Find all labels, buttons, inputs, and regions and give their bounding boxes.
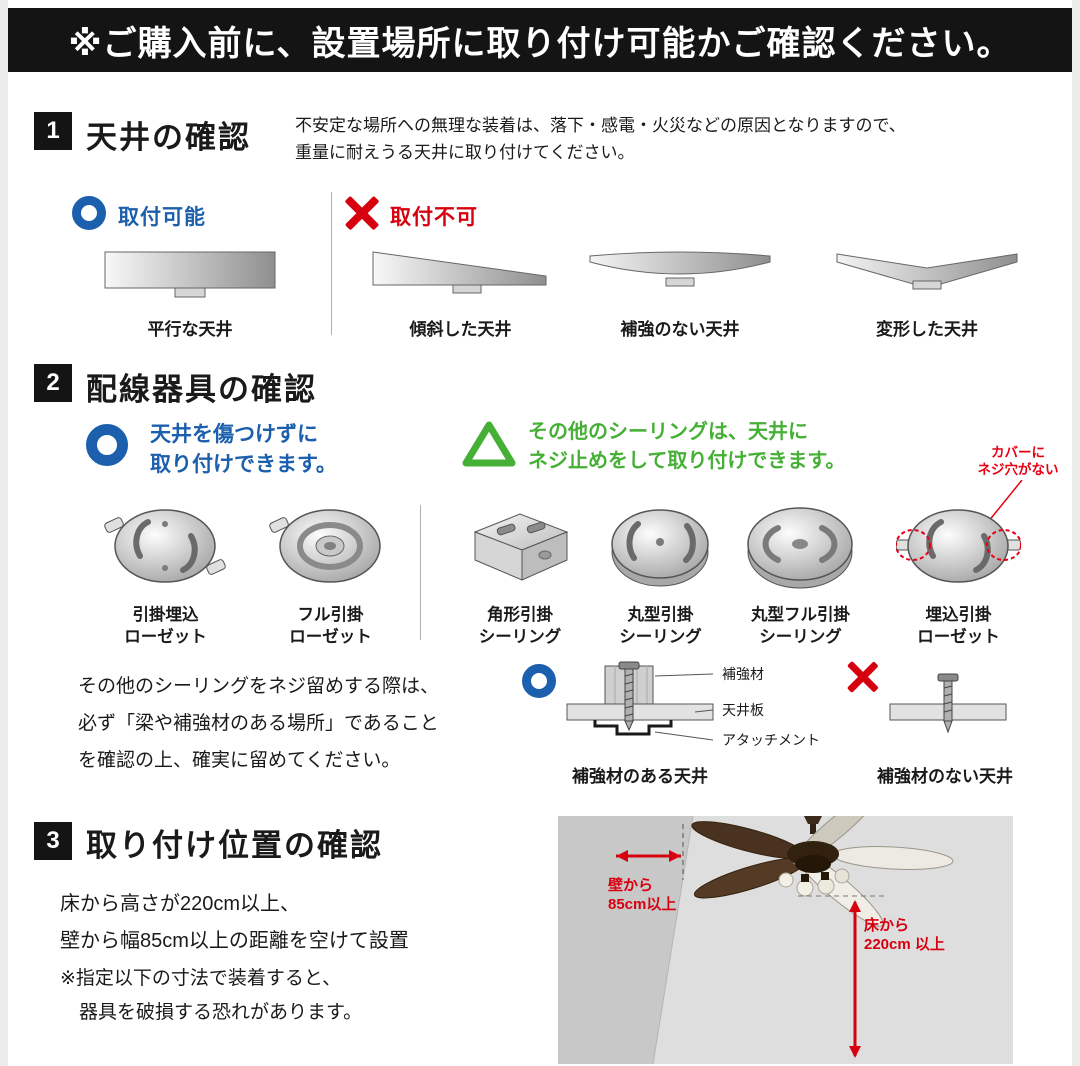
- reinforcement-note: その他のシーリングをネジ留めする際は、 必ず「梁や補強材のある場所」であること …: [78, 676, 440, 771]
- fixture-kakugata-ceiling: 角形引掛 シーリング: [455, 500, 585, 648]
- ng-label: 取付不可: [390, 206, 478, 229]
- square-ceiling-icon: [473, 513, 569, 581]
- ok-label: 取付可能: [118, 206, 206, 229]
- section1-description: 不安定な場所への無理な装着は、落下・感電・火災などの原因となりますので、 重量に…: [295, 116, 906, 162]
- ng-cross-icon: [346, 197, 378, 229]
- floor-clearance-label: 床から 220cm 以上: [864, 917, 945, 953]
- fixture-umekomi-hikkake-rosette: 埋込引掛 ローゼット: [895, 500, 1022, 648]
- section2-title: 配線器具の確認: [86, 372, 317, 407]
- fixture-label: 引掛埋込 ローゼット: [124, 606, 207, 646]
- reinforced-ceiling-caption: 補強材のある天井: [572, 767, 708, 786]
- room-clearance-diagram: [558, 816, 1013, 1064]
- sagging-ceiling-icon: [589, 251, 771, 287]
- section3-number-text: 3: [46, 827, 60, 854]
- screw-mount-note: その他のシーリングは、天井に ネジ止めをして取り付けできます。: [528, 421, 846, 472]
- cover-screw-note: カバーに ネジ穴がない: [977, 445, 1059, 477]
- rosette-icon: [104, 509, 226, 583]
- fixture-marugata-ceiling: 丸型引掛 シーリング: [598, 500, 723, 648]
- flat-ceiling-icon: [104, 251, 276, 298]
- top-banner: ※ご購入前に、設置場所に取り付け可能かご確認ください。: [8, 8, 1072, 72]
- caution-triangle-icon: [462, 421, 516, 467]
- damage-warning: ※指定以下の寸法で装着すると、 器具を破損する恐れがあります。: [60, 968, 363, 1023]
- fixture-full-hikkake-rosette: フル引掛 ローゼット: [268, 500, 393, 648]
- fixture-label: 角形引掛 シーリング: [478, 606, 562, 646]
- ok-circle-icon: [86, 424, 128, 466]
- ceiling-sloped: 傾斜した天井: [368, 248, 553, 340]
- section1-title: 天井の確認: [86, 120, 251, 155]
- clearance-description: 床から高さが220cm以上、 壁から幅85cm以上の距離を空けて設置: [60, 893, 409, 952]
- fixture-label: 丸型引掛 シーリング: [619, 606, 702, 646]
- sloped-ceiling-icon: [372, 251, 547, 294]
- fixture-marugata-full-ceiling: 丸型フル引掛 シーリング: [733, 500, 868, 648]
- section1-number: 1: [34, 112, 72, 150]
- round-ceiling-icon: [611, 509, 709, 587]
- fixture-label: フル引掛 ローゼット: [289, 606, 372, 646]
- fixture-label: 丸型フル引掛 シーリング: [751, 606, 850, 646]
- reinforced-ceiling-cross-section: [566, 661, 714, 741]
- ceiling-flat: 平行な天井: [95, 248, 285, 340]
- fan-downrod: [810, 816, 816, 834]
- section2-number: 2: [34, 364, 72, 402]
- right-edge-strip: [1072, 0, 1080, 1066]
- ng-cross-icon: [848, 662, 878, 692]
- no-screw-hole-marker: [895, 529, 931, 561]
- ceiling-flat-label: 平行な天井: [147, 320, 233, 339]
- section2-number-text: 2: [46, 369, 60, 396]
- section1-divider: [331, 192, 332, 335]
- section3-title: 取り付け位置の確認: [86, 828, 383, 863]
- embedded-rosette-icon: [895, 509, 1022, 583]
- deformed-ceiling-icon: [836, 253, 1018, 290]
- banner-text: ※ご購入前に、設置場所に取り付け可能かご確認ください。: [68, 24, 1012, 63]
- unreinforced-ceiling-caption: 補強材のない天井: [877, 767, 1013, 786]
- section1-number-text: 1: [46, 117, 60, 144]
- ceiling-deformed-label: 変形した天井: [876, 320, 978, 339]
- ok-circle-icon: [72, 196, 106, 230]
- section2-divider: [420, 505, 421, 640]
- round-full-ceiling-icon: [747, 507, 853, 589]
- ceiling-unreinforced-label: 補強のない天井: [620, 320, 740, 339]
- ceiling-sloped-label: 傾斜した天井: [409, 320, 512, 339]
- attachment-label: アタッチメント: [722, 732, 820, 748]
- ok-circle-icon: [522, 664, 556, 698]
- full-rosette-icon: [269, 509, 381, 583]
- wall-clearance-label: 壁から 85cm以上: [608, 877, 677, 913]
- fixture-hikkake-umekomi-rosette: 引掛埋込 ローゼット: [103, 500, 228, 648]
- unreinforced-ceiling-cross-section: [889, 673, 1007, 734]
- ceiling-unreinforced: 補強のない天井: [585, 248, 775, 340]
- ceiling-deformed: 変形した天井: [832, 248, 1022, 340]
- left-edge-strip: [0, 0, 8, 1066]
- fixture-label: 埋込引掛 ローゼット: [917, 606, 1000, 646]
- no-damage-note: 天井を傷つけずに 取り付けできます。: [150, 423, 337, 476]
- section3-number: 3: [34, 822, 72, 860]
- reinforcement-label: 補強材: [722, 666, 764, 682]
- ceiling-board-label: 天井板: [722, 702, 764, 718]
- cover-note-pointer-line: [987, 480, 1023, 523]
